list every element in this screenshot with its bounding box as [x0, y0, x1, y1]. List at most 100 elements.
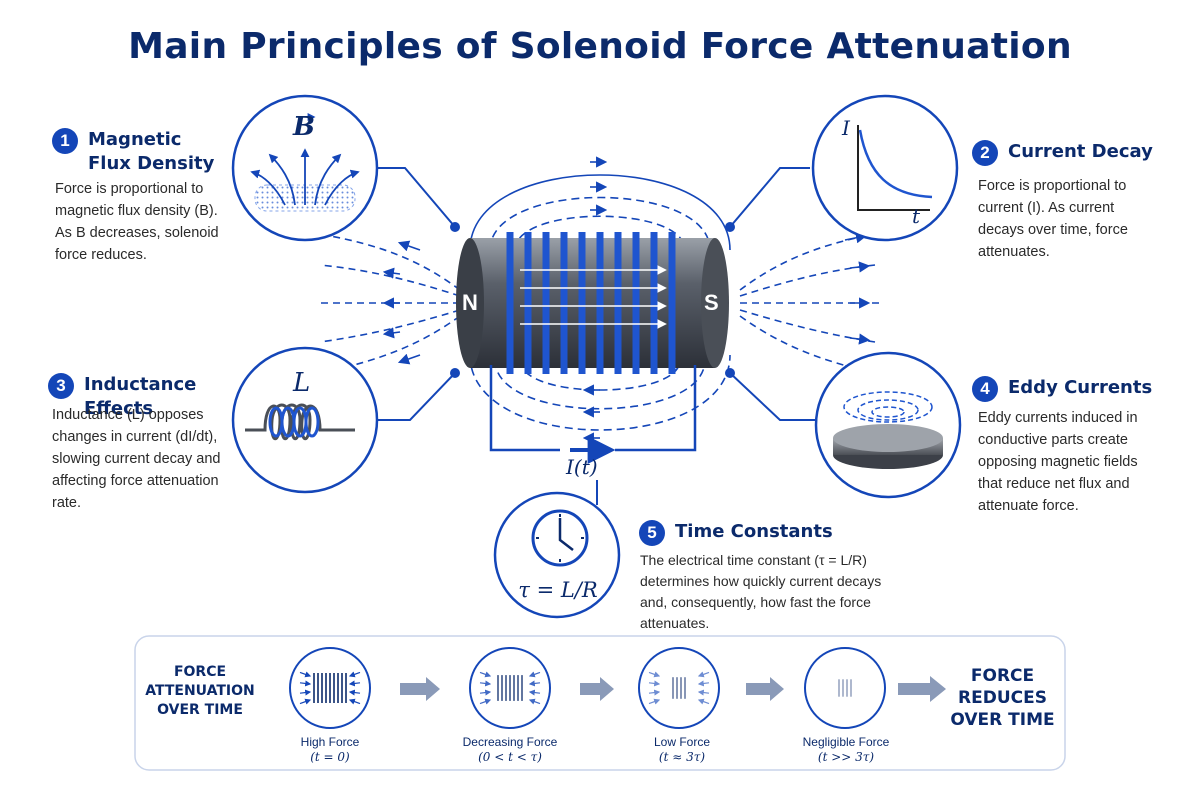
force-stage-icon	[804, 647, 886, 729]
field-fan-left-arrow-1	[397, 240, 421, 252]
stage-label-sub: (t = 0)	[310, 750, 350, 764]
field-loop-top-2	[489, 196, 711, 251]
section-time-title: Time Constants	[675, 521, 833, 542]
timeline-arrows	[400, 676, 946, 702]
stage-label: High Force (t = 0)	[270, 735, 390, 765]
lead-wire-left	[489, 365, 560, 452]
section-current-body: Force is proportional to current (I). As…	[978, 178, 1128, 260]
section-number-badge: 3	[48, 373, 74, 399]
force-arrow	[479, 671, 492, 678]
field-fan-right-2	[739, 264, 876, 297]
inductance-icon	[231, 346, 379, 494]
section-flux-body: Force is proportional to magnetic flux d…	[55, 181, 219, 263]
force-arrow	[479, 689, 492, 696]
time-constant-icon	[493, 491, 621, 619]
lead-wire-right	[615, 365, 697, 452]
field-fan-left-arrow-2	[382, 267, 401, 279]
field-loop-bottom-1	[469, 354, 731, 431]
section-flux-title: Magnetic Flux Density	[88, 129, 215, 174]
section-number-badge: 1	[52, 128, 78, 154]
force-stage-icon	[469, 647, 551, 729]
stage-label-sub: (t ≈ 3τ)	[658, 750, 706, 764]
field-fan-left-4	[319, 309, 461, 343]
field-fan-right-arrow-4	[849, 333, 871, 345]
solenoid-coils	[506, 232, 676, 374]
connectors	[375, 167, 815, 421]
stage-label-title: Low Force	[653, 735, 711, 749]
solenoid-end-right	[701, 238, 729, 368]
flux-density-icon	[231, 94, 379, 242]
stage-label-sub: (t >> 3τ)	[817, 750, 875, 764]
section-inductance-title: Inductance Effects	[84, 374, 197, 419]
force-arrow	[348, 680, 361, 687]
time-axis-label: t	[912, 204, 921, 228]
stage-label: Low Force (t ≈ 3τ)	[622, 735, 742, 765]
field-fan-right-4	[739, 309, 876, 343]
connector-current	[729, 167, 810, 228]
force-arrow	[648, 698, 661, 705]
force-arrow	[348, 698, 361, 705]
force-arrow	[528, 671, 541, 678]
time-constant-formula: τ = L/R	[518, 578, 598, 602]
force-arrow	[697, 671, 710, 678]
section-time-header: 5 Time Constants	[639, 520, 839, 546]
eddy-currents-icon	[814, 351, 962, 499]
force-arrow	[299, 698, 312, 705]
field-fan-left-arrow-5	[397, 353, 421, 365]
stage-label-title: High Force	[300, 735, 360, 749]
section-number-badge: 5	[639, 520, 665, 546]
section-eddy-header: 4 Eddy Currents	[972, 376, 1162, 402]
north-pole-label: N	[462, 290, 478, 315]
page-title: Main Principles of Solenoid Force Attenu…	[128, 26, 1072, 67]
force-arrow	[528, 689, 541, 696]
force-arrow	[528, 680, 541, 687]
force-arrow	[697, 698, 710, 705]
connector-flux	[375, 167, 456, 228]
connector-eddy	[729, 372, 815, 421]
stage-label-title: Decreasing Force	[462, 735, 558, 749]
field-fan-left-2	[319, 264, 461, 297]
section-inductance-body: Inductance (L) opposes changes in curren…	[52, 407, 221, 511]
solenoid-end-left	[456, 238, 484, 368]
force-arrow	[479, 680, 492, 687]
force-arrow	[697, 680, 710, 687]
stage-label: Negligible Force (t >> 3τ)	[786, 735, 906, 765]
current-decay-icon	[811, 94, 959, 242]
force-arrow	[528, 698, 541, 705]
solenoid-internal-field	[520, 265, 667, 329]
timeline-panel	[134, 635, 1066, 771]
force-arrow	[299, 671, 312, 678]
south-pole-label: S	[704, 290, 719, 315]
force-arrow	[479, 698, 492, 705]
force-stage-circle	[638, 647, 720, 729]
field-fan-right-arrow-2	[849, 261, 871, 273]
connector-inductance	[375, 372, 456, 421]
force-stage-icon	[289, 647, 371, 729]
field-fan-left-arrow-4	[382, 327, 401, 339]
section-inductance-header: 3 Inductance Effects	[48, 373, 248, 421]
timeline-stage-icons	[289, 647, 886, 729]
inductance-symbol-label: L	[293, 368, 311, 398]
force-stage-icon	[638, 647, 720, 729]
flux-symbol-label: B	[293, 112, 315, 142]
timeline-right-label: FORCE REDUCES OVER TIME	[950, 666, 1055, 730]
force-arrow	[299, 689, 312, 696]
field-fan-right-1	[739, 234, 871, 291]
stage-label-title: Negligible Force	[802, 735, 890, 749]
force-stage-circle	[804, 647, 886, 729]
current-label: I(t)	[566, 455, 598, 479]
section-flux-header: 1 Magnetic Flux Density	[52, 128, 222, 176]
field-fan-left-1	[324, 234, 461, 291]
section-current-title: Current Decay	[1008, 141, 1153, 162]
section-time-body: The electrical time constant (τ = L/R) d…	[640, 552, 882, 631]
field-fan-left-5	[324, 315, 461, 373]
force-arrow	[697, 689, 710, 696]
solenoid	[456, 232, 729, 505]
section-current-header: 2 Current Decay	[972, 140, 1162, 166]
stage-label-sub: (0 < t < τ)	[478, 750, 542, 764]
force-arrow	[648, 689, 661, 696]
field-loop-top-1	[469, 174, 731, 251]
current-axis-label: I	[842, 116, 850, 140]
